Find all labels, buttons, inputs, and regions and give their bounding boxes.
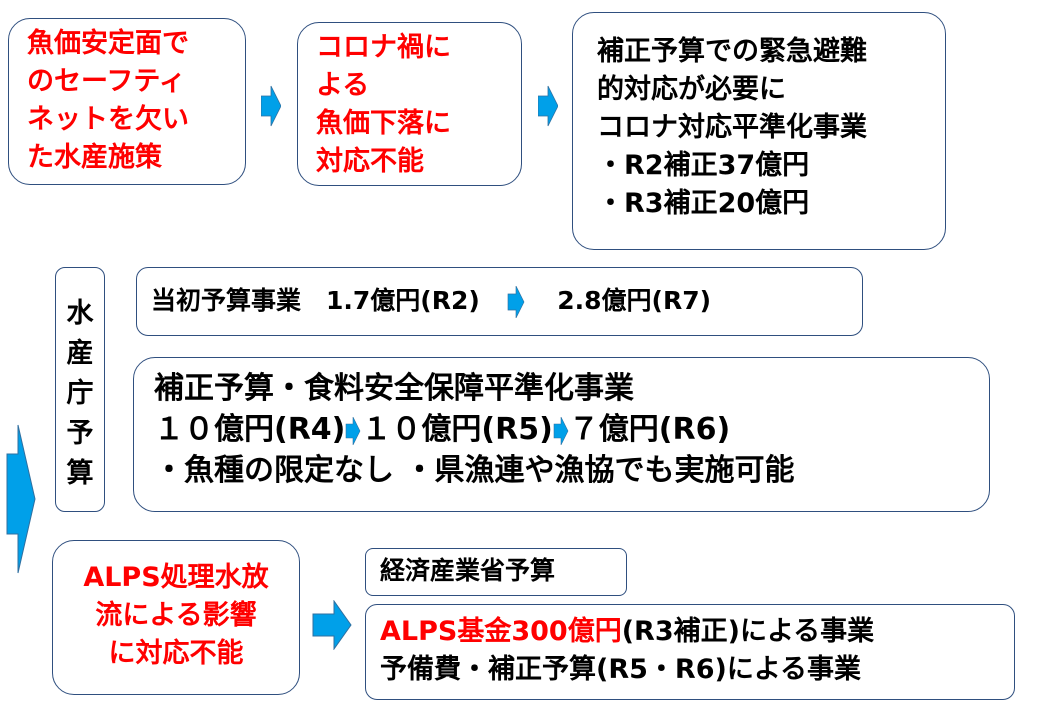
text-char: 算 [66,458,94,489]
box-corona-leveling-project: 補正予算での緊急避難 的対応が必要に コロナ対応平準化事業 ・R2補正37億円 … [572,12,946,250]
budget-timeline: １０億円(R4) １０億円(R5) ７億円(R6) [154,409,989,450]
text-line: た水産施策 [27,142,162,173]
text-line: 魚価安定面で [27,28,189,59]
text-line: ・R2補正37億円 [597,150,810,181]
text-line: ネットを欠い [27,104,189,135]
text-line: ALPS基金300億円(R3補正)による事業 [380,613,1014,651]
text-line: 的対応が必要に [597,74,786,105]
box-food-security-leveling: 補正予算・食料安全保障平準化事業 １０億円(R4) １０億円(R5) ７億円(R6)… [133,357,990,512]
text-line: のセーフティ [27,66,186,97]
alps-fund-amount: ALPS基金300億円 [380,616,622,647]
arrow-right-icon [538,84,558,128]
box-alps-fund: ALPS基金300億円(R3補正)による事業 予備費・補正予算(R5・R6)によ… [365,604,1015,700]
text-line: 魚価下落に [316,108,451,139]
fisheries-agency-budget-label: 水 産 庁 予 算 [55,267,105,512]
box-corona-price-drop: コロナ禍に よる 魚価下落に 対応不能 [297,22,522,186]
alps-fund-desc: (R3補正)による事業 [621,616,875,647]
large-arrow-right-icon [6,424,36,574]
budget-r4: １０億円(R4) [154,412,346,447]
text-line: ・魚種の限定なし ・県漁連や漁協でも実施可能 [154,453,795,488]
text-line: 補正予算・食料安全保障平準化事業 [154,371,634,406]
text-line: よる [316,70,370,101]
initial-budget-r7: 2.8億円(R7) [557,286,712,315]
box-fish-price-safety-net: 魚価安定面で のセーフティ ネットを欠い た水産施策 [8,18,246,185]
text-line: 経済産業省予算 [380,556,556,585]
meti-budget-label: 経済産業省予算 [365,548,627,596]
arrow-right-icon [312,600,352,650]
arrow-right-icon [507,286,525,318]
text-line: 予備費・補正予算(R5・R6)による事業 [380,654,862,685]
initial-budget-r2: 当初予算事業 1.7億円(R2) [151,286,480,315]
text-char: 庁 [66,378,94,409]
box-alps-impact: ALPS処理水放 流による影響 に対応不能 [52,540,300,695]
text-char: 産 [66,338,94,369]
text-line: ・R3補正20億円 [597,188,810,219]
text-line: に対応不能 [108,638,244,669]
budget-r6: ７億円(R6) [568,412,731,447]
budget-r5: １０億円(R5) [361,412,553,447]
text-line: 補正予算での緊急避難 [597,36,867,67]
text-line: 対応不能 [316,146,424,177]
text-line: コロナ禍に [316,32,451,63]
box-initial-budget: 当初予算事業 1.7億円(R2) 2.8億円(R7) [136,267,863,336]
text-line: 流による影響 [95,600,257,631]
text-line: ALPS処理水放 [83,562,269,593]
arrow-right-icon [261,84,281,128]
text-line: コロナ対応平準化事業 [597,112,867,143]
text-char: 水 [66,298,94,329]
arrow-right-icon [553,417,569,445]
text-char: 予 [66,418,94,449]
arrow-right-icon [345,417,361,445]
